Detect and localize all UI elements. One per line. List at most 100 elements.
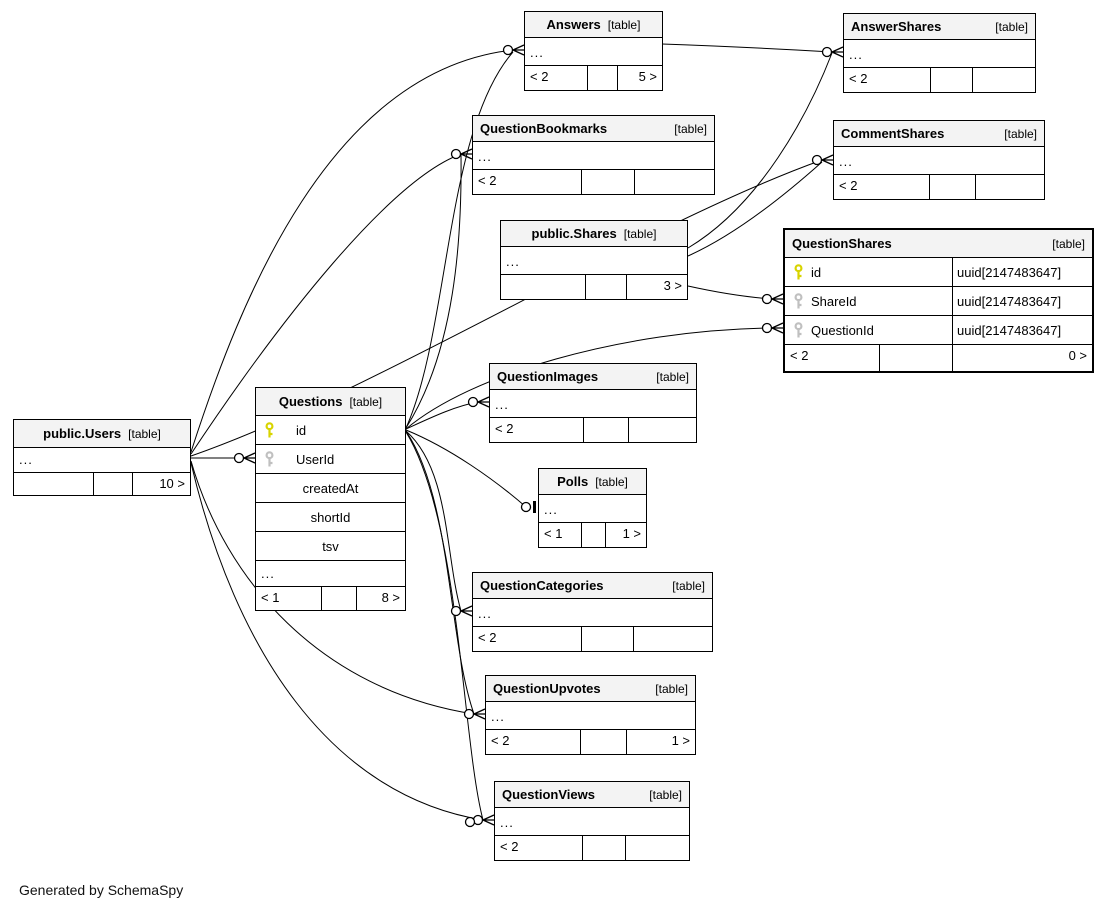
- table-footer: < 2: [490, 418, 696, 442]
- table-footer: < 1 1 >: [539, 523, 646, 547]
- table-name: QuestionCategories: [480, 578, 604, 593]
- table-header[interactable]: AnswerShares [table]: [844, 14, 1035, 40]
- parent-count: < 2: [478, 173, 497, 188]
- table-tag: [table]: [649, 787, 682, 802]
- table-tag: [table]: [672, 578, 705, 593]
- table-tag: [table]: [607, 17, 641, 32]
- child-count: 5 >: [616, 66, 662, 90]
- table-name: QuestionViews: [502, 787, 595, 802]
- zero-or-many-connector-answershares: [821, 46, 844, 58]
- table-header[interactable]: public.Shares [table]: [501, 221, 687, 247]
- table-header[interactable]: public.Users [table]: [14, 420, 190, 448]
- zero-or-many-connector-commentshares: [811, 154, 834, 166]
- footer-spacer: [580, 730, 626, 754]
- column-row-questionid[interactable]: QuestionId uuid[2147483647]: [785, 316, 1092, 345]
- hidden-columns-ellipsis: ...: [14, 448, 190, 473]
- table-footer: < 2: [834, 175, 1044, 199]
- zero-or-one-connector-polls: [520, 501, 536, 513]
- hidden-columns-ellipsis: ...: [256, 561, 405, 587]
- column-name: QuestionId: [811, 322, 874, 338]
- relationship-line-users-answers: [190, 49, 514, 453]
- relationship-line-questions-questionshares: [405, 327, 773, 430]
- relationship-line-shares-questionshares: [687, 285, 773, 300]
- parent-count: < 2: [500, 839, 519, 854]
- column-row-id[interactable]: id: [256, 416, 405, 445]
- hidden-columns-ellipsis: ...: [495, 808, 689, 836]
- table-commentshares[interactable]: CommentShares [table] ... < 2: [833, 120, 1045, 200]
- zero-or-many-connector-questions-userid: [233, 452, 256, 464]
- parent-count: < 1: [544, 526, 563, 541]
- table-header[interactable]: Answers [table]: [525, 12, 662, 38]
- table-footer: < 2: [473, 170, 714, 194]
- table-public-shares[interactable]: public.Shares [table] ... 3 >: [500, 220, 688, 300]
- table-header[interactable]: QuestionCategories [table]: [473, 573, 712, 599]
- table-public-users[interactable]: public.Users [table] ... 10 >: [13, 419, 191, 496]
- table-name: Questions: [278, 394, 343, 409]
- footer-spacer: [584, 275, 626, 299]
- table-answershares[interactable]: AnswerShares [table] ... < 2: [843, 13, 1036, 93]
- table-header[interactable]: QuestionUpvotes [table]: [486, 676, 695, 702]
- zero-or-many-connector-questioncategories: [450, 605, 473, 617]
- parent-count: < 2: [790, 348, 809, 363]
- footer-spacer: [879, 345, 952, 371]
- column-row-createdat[interactable]: createdAt: [256, 474, 405, 503]
- parent-count: < 2: [530, 69, 549, 84]
- table-header[interactable]: CommentShares [table]: [834, 121, 1044, 147]
- table-name: Polls: [557, 474, 589, 489]
- table-questionviews[interactable]: QuestionViews [table] ... < 2: [494, 781, 690, 861]
- table-header[interactable]: Questions [table]: [256, 388, 405, 416]
- parent-count: [501, 275, 585, 299]
- table-name: Answers: [546, 17, 601, 32]
- column-row-tsv[interactable]: tsv: [256, 532, 405, 561]
- column-row-id[interactable]: id uuid[2147483647]: [785, 258, 1092, 287]
- table-name: AnswerShares: [851, 19, 942, 34]
- child-count: [634, 170, 714, 194]
- column-row-shareid[interactable]: ShareId uuid[2147483647]: [785, 287, 1092, 316]
- table-tag: [table]: [674, 121, 707, 136]
- column-type: uuid[2147483647]: [952, 287, 1092, 315]
- table-header[interactable]: QuestionViews [table]: [495, 782, 689, 808]
- column-name: shortId: [310, 509, 351, 525]
- column-name: createdAt: [302, 480, 359, 496]
- parent-count: < 2: [839, 178, 858, 193]
- table-questions[interactable]: Questions [table] id UserId createdAt sh…: [255, 387, 406, 611]
- table-questionbookmarks[interactable]: QuestionBookmarks [table] ... < 2: [472, 115, 715, 195]
- column-name: UserId: [296, 451, 335, 467]
- footer-spacer: [581, 170, 634, 194]
- table-tag: [table]: [623, 226, 657, 241]
- footer-spacer: [581, 523, 605, 547]
- table-header[interactable]: QuestionBookmarks [table]: [473, 116, 714, 142]
- table-header[interactable]: QuestionImages [table]: [490, 364, 696, 390]
- column-row-shortid[interactable]: shortId: [256, 503, 405, 532]
- foreign-key-icon: [785, 292, 811, 310]
- table-footer: < 2: [844, 68, 1035, 92]
- column-name: id: [811, 264, 822, 280]
- table-footer: < 2 5 >: [525, 66, 662, 90]
- relationship-line-questions-questioncategories: [405, 430, 462, 612]
- table-questionimages[interactable]: QuestionImages [table] ... < 2: [489, 363, 697, 443]
- table-tag: [table]: [1052, 236, 1085, 251]
- table-answers[interactable]: Answers [table] ... < 2 5 >: [524, 11, 663, 91]
- column-name: ShareId: [811, 293, 857, 309]
- relationship-line-questions-answers: [405, 51, 514, 429]
- table-tag: [table]: [995, 19, 1028, 34]
- footer-spacer: [582, 418, 628, 442]
- table-header[interactable]: Polls [table]: [539, 469, 646, 495]
- column-row-userid[interactable]: UserId: [256, 445, 405, 474]
- table-tag: [table]: [655, 681, 688, 696]
- relationship-line-users-questionbookmarks: [190, 153, 462, 455]
- relationship-line-users-questionupvotes: [190, 460, 475, 715]
- parent-count: < 2: [478, 630, 497, 645]
- relationship-line-answers-answershares: [661, 43, 833, 53]
- table-header[interactable]: QuestionShares [table]: [785, 230, 1092, 258]
- table-questioncategories[interactable]: QuestionCategories [table] ... < 2: [472, 572, 713, 652]
- table-questionshares[interactable]: QuestionShares [table] id uuid[214748364…: [783, 228, 1094, 373]
- parent-count: [14, 473, 93, 495]
- table-questionupvotes[interactable]: QuestionUpvotes [table] ... < 2 1 >: [485, 675, 696, 755]
- parent-count: < 2: [849, 71, 868, 86]
- table-tag: [table]: [1004, 126, 1037, 141]
- table-polls[interactable]: Polls [table] ... < 1 1 >: [538, 468, 647, 548]
- table-tag: [table]: [595, 474, 628, 489]
